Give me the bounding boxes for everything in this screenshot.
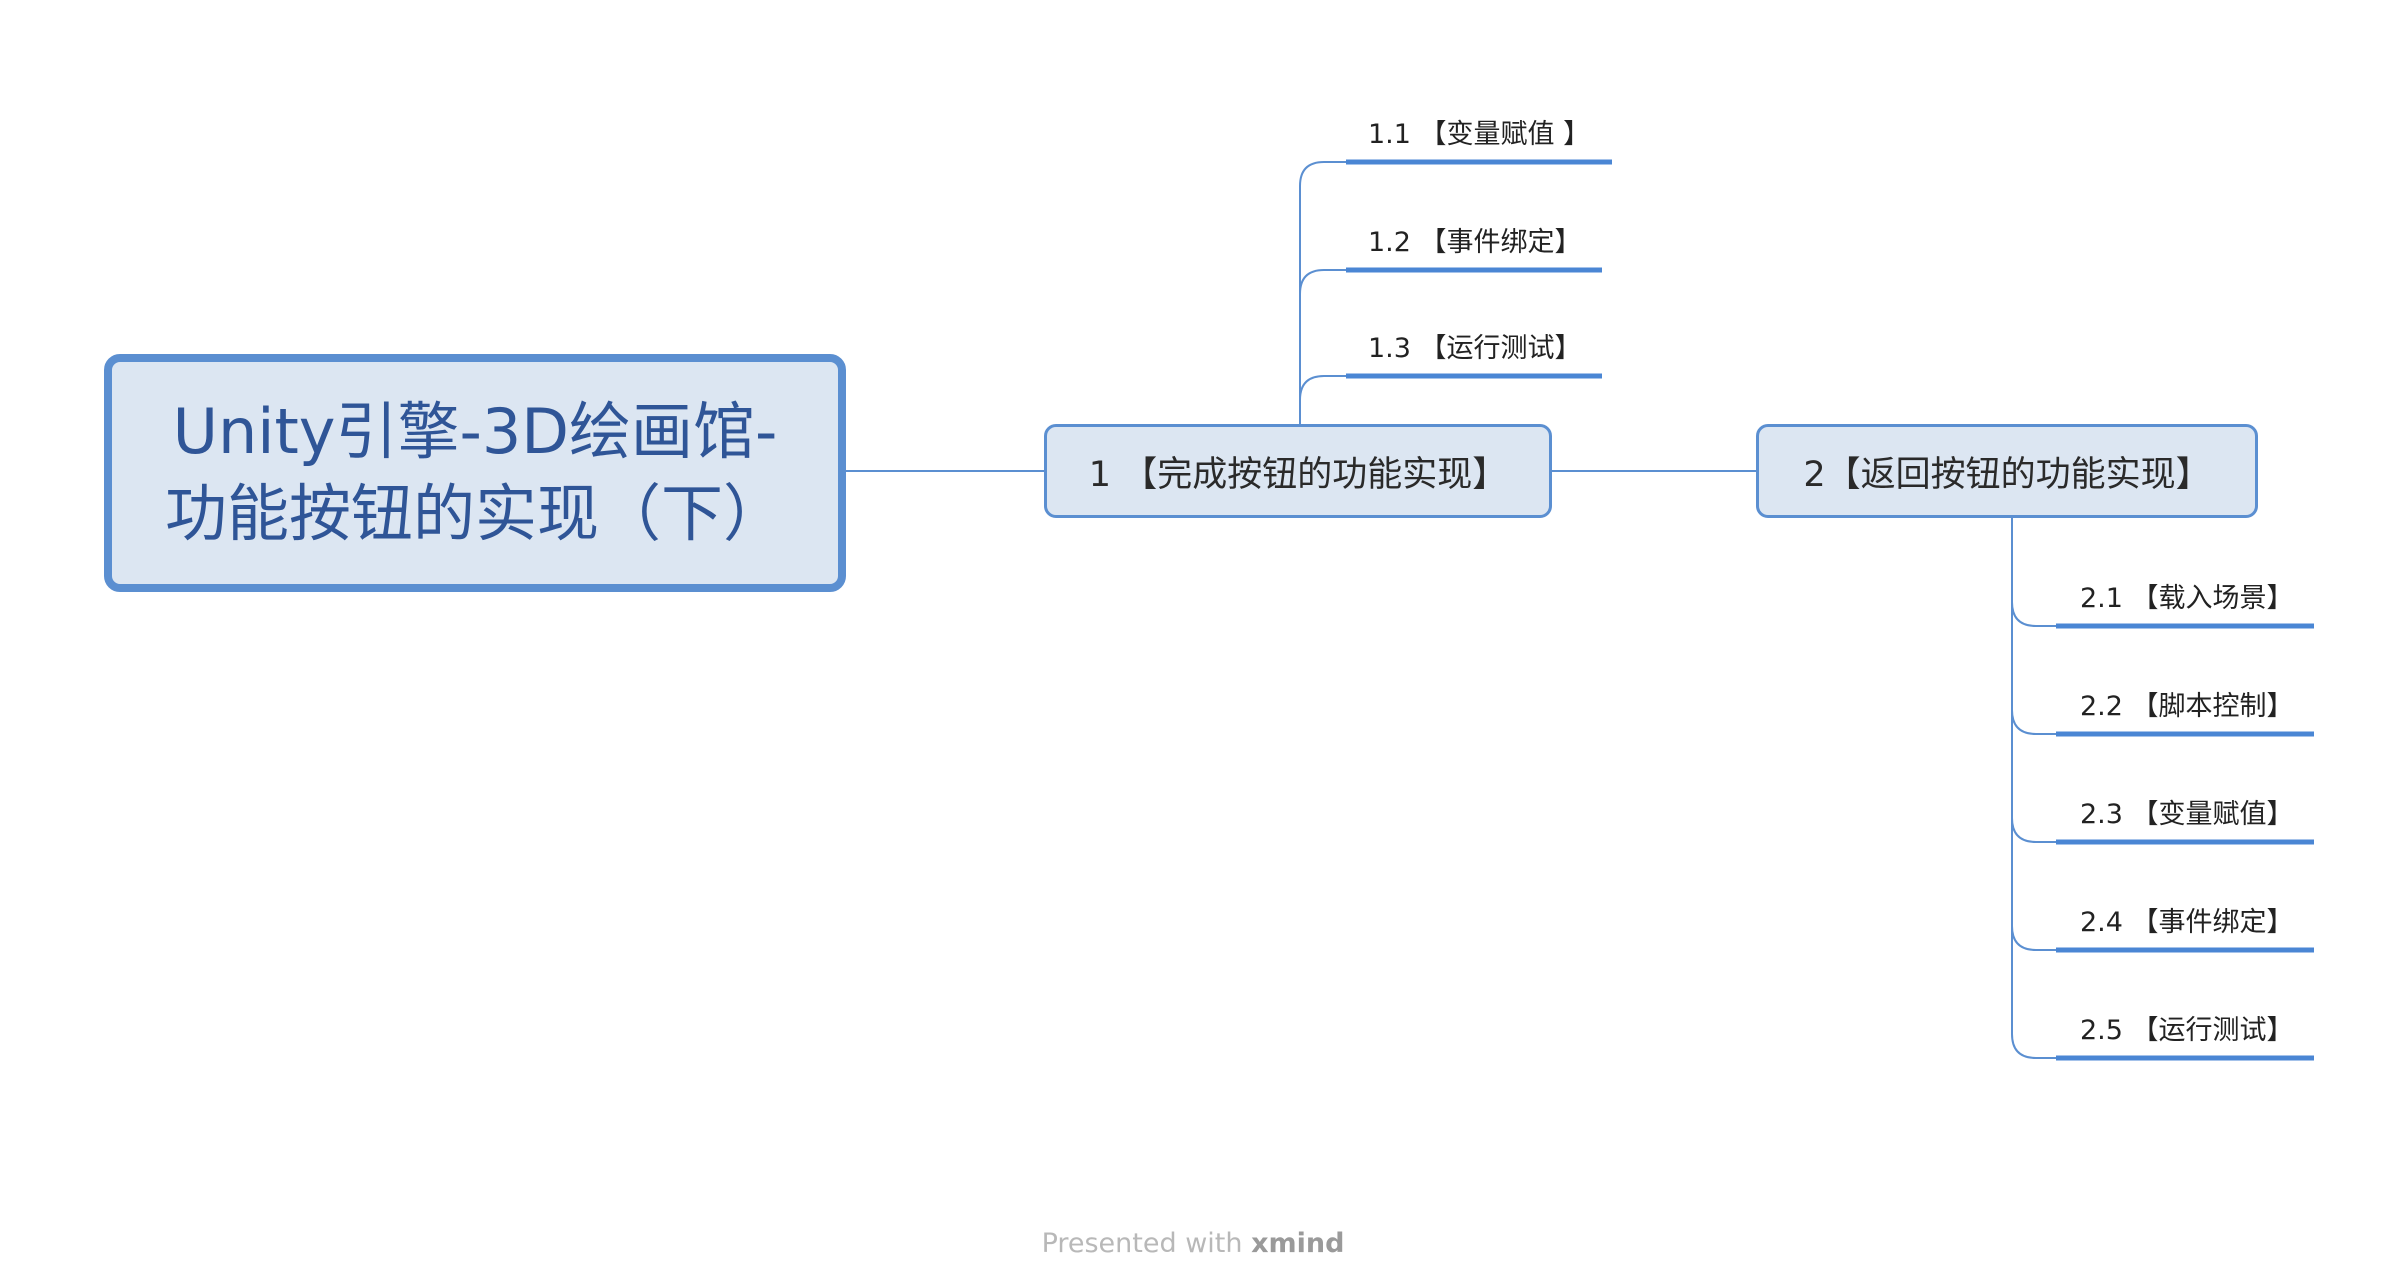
footer-prefix: Presented with <box>1041 1228 1252 1259</box>
branch-topic-2[interactable]: 2【返回按钮的功能实现】 <box>1756 424 2258 518</box>
subtopic-2-4[interactable]: 2.4 【事件绑定】 <box>2080 907 2294 938</box>
subtopic-2-5[interactable]: 2.5 【运行测试】 <box>2080 1015 2294 1046</box>
subtopic-1-3[interactable]: 1.3 【运行测试】 <box>1368 333 1582 364</box>
connector-1-1 <box>1299 161 1346 424</box>
root-title-line2: 功能按钮的实现（下） <box>164 477 785 550</box>
subtopic-2-2[interactable]: 2.2 【脚本控制】 <box>2080 691 2294 722</box>
connector-1-3 <box>1299 375 1346 401</box>
connector-2-5 <box>2011 926 2056 1059</box>
root-topic[interactable]: Unity引擎-3D绘画馆- 功能按钮的实现（下） <box>104 354 846 592</box>
root-title-line1: Unity引擎-3D绘画馆- <box>172 395 778 468</box>
subtopic-2-3[interactable]: 2.3 【变量赋值】 <box>2080 799 2294 830</box>
connector-2-1 <box>2011 518 2056 627</box>
branch-topic-1[interactable]: 1 【完成按钮的功能实现】 <box>1044 424 1552 518</box>
subtopic-1-1[interactable]: 1.1 【变量赋值 】 <box>1368 119 1591 150</box>
presented-with-footer: Presented with xmind <box>0 1228 2386 1259</box>
xmind-logo: xmind <box>1251 1228 1345 1259</box>
subtopic-2-1[interactable]: 2.1 【载入场景】 <box>2080 583 2294 614</box>
connector-1-2 <box>1299 269 1346 295</box>
subtopic-1-2[interactable]: 1.2 【事件绑定】 <box>1368 227 1582 258</box>
